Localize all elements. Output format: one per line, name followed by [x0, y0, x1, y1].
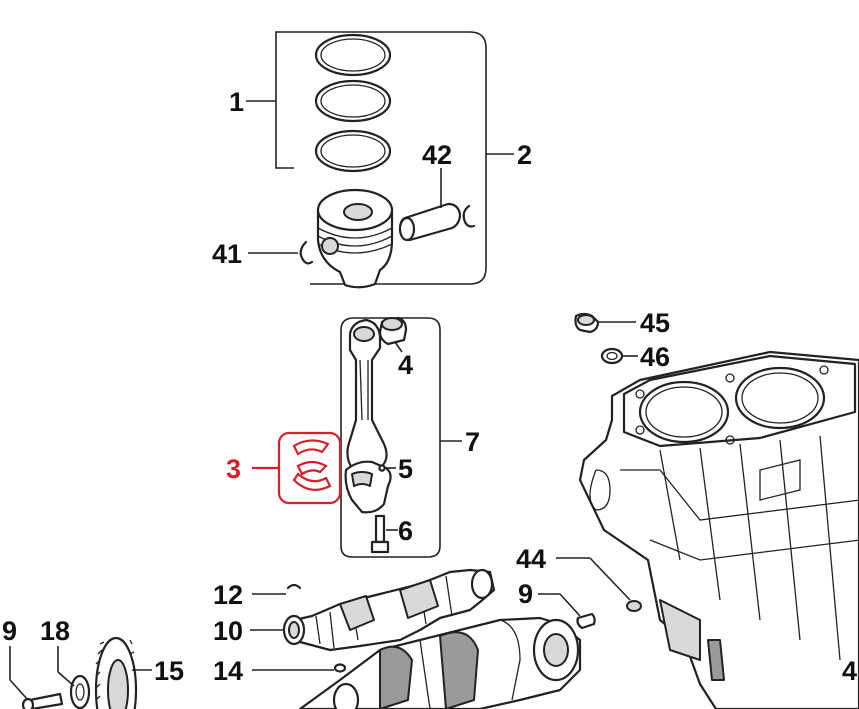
callout-6: 6: [398, 516, 413, 546]
callout-44: 44: [516, 544, 546, 574]
callout-14: 14: [213, 656, 243, 686]
engine-block: [578, 350, 859, 709]
callout-4: 4: [398, 350, 413, 380]
callout-18: 18: [40, 616, 70, 646]
washer-46: [600, 347, 624, 365]
piston-ring-1: [314, 33, 392, 77]
bracket-piston-assembly: [294, 31, 487, 285]
bolt-9-left: [21, 692, 64, 709]
dowel-44: [626, 600, 642, 612]
connecting-rod-group: [340, 316, 462, 558]
conrod-bolt: [370, 514, 390, 554]
callout-9-middle: 9: [518, 579, 533, 609]
callout-3: 3: [226, 454, 241, 484]
bracket-conrod: [340, 317, 441, 558]
callout-42: 42: [422, 140, 452, 170]
leader-44b: [589, 557, 631, 601]
piston-ring-2: [314, 79, 392, 123]
callout-41: 41: [212, 239, 242, 269]
leader-9b-b: [559, 593, 581, 617]
leader-18b: [57, 671, 75, 687]
leader-9a-b: [9, 679, 29, 701]
washer-18: [69, 674, 91, 709]
small-end-bush: [378, 316, 408, 346]
callout-7: 7: [465, 427, 480, 457]
piston: [316, 188, 394, 289]
bearing-shells-highlight: [252, 431, 342, 505]
highlight-box: [277, 431, 342, 505]
plug-45: [574, 312, 600, 334]
callout-46: 46: [640, 342, 670, 372]
callout-10: 10: [213, 616, 243, 646]
timing-gear: [94, 636, 138, 709]
balance-shaft: [282, 568, 496, 652]
piston-pin: [398, 202, 462, 242]
callout-5: 5: [398, 454, 413, 484]
bearing-shell-lower: [292, 472, 332, 491]
bracket-rings: [275, 31, 294, 169]
crankshaft: [298, 616, 582, 709]
bearing-shell-upper: [292, 439, 330, 456]
callout-4-right: 4: [842, 656, 857, 686]
piston-group: [246, 31, 514, 289]
dowel-9-middle: [576, 612, 596, 630]
callout-2: 2: [517, 140, 532, 170]
connecting-rod: [346, 318, 388, 470]
clip-12: [286, 583, 302, 590]
clip-14: [333, 663, 347, 673]
circlip-right: [462, 204, 476, 228]
circlip-left: [299, 240, 314, 265]
dowel-pin: [378, 464, 386, 472]
connecting-rod-cap: [344, 460, 392, 514]
bearing-shell-mid: [296, 460, 328, 476]
callout-12: 12: [213, 580, 243, 610]
piston-ring-3: [314, 129, 392, 173]
leader-4: [394, 341, 403, 353]
callout-15: 15: [154, 656, 184, 686]
callout-1: 1: [229, 87, 244, 117]
callout-45: 45: [640, 308, 670, 338]
callout-9-left: 9: [2, 616, 17, 646]
